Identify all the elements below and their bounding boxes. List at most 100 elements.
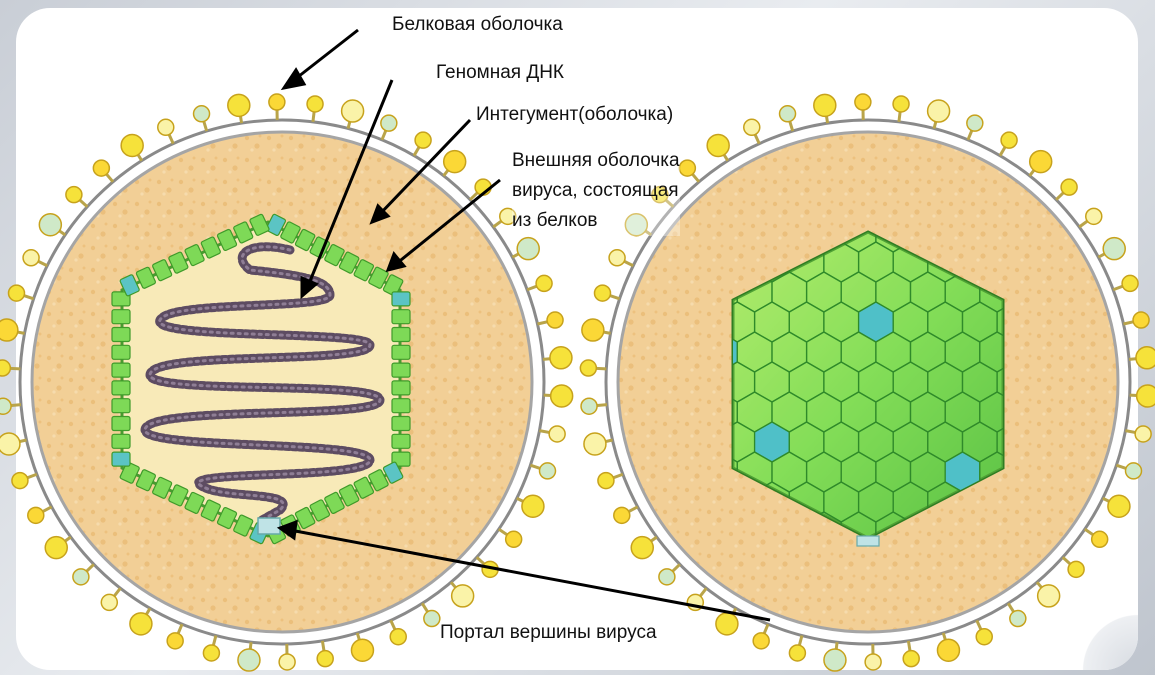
glycoprotein-spike [527, 275, 552, 291]
glycoprotein-spike [530, 463, 555, 479]
glycoprotein-spike [0, 319, 25, 341]
glycoprotein-spike [544, 385, 573, 407]
glycoprotein-spike [937, 633, 959, 661]
glycoprotein-spike [614, 507, 638, 524]
glycoprotein-spike [744, 119, 760, 143]
glycoprotein-spike [1129, 347, 1155, 369]
glycoprotein-spike [967, 115, 983, 140]
glycoprotein-spike [390, 620, 406, 644]
label-genomic-dna: Геномная ДНК [436, 62, 564, 84]
glycoprotein-spike [1124, 312, 1150, 328]
glycoprotein-spike [307, 96, 323, 122]
glycoprotein-spike [707, 134, 729, 160]
glycoprotein-spike [1063, 557, 1084, 577]
glycoprotein-spike [167, 624, 183, 649]
glycoprotein-spike [130, 608, 152, 635]
glycoprotein-spike [753, 624, 769, 649]
glycoprotein-spike [1000, 132, 1017, 156]
glycoprotein-spike [23, 250, 47, 266]
glycoprotein-spike [121, 134, 143, 160]
glycoprotein-spike [1103, 495, 1130, 517]
glycoprotein-spike [1116, 463, 1141, 479]
glycoprotein-spike [342, 100, 364, 128]
glycoprotein-spike [269, 94, 285, 120]
capsid-segment [112, 434, 130, 448]
glycoprotein-spike [66, 187, 87, 207]
glycoprotein-spike [594, 285, 619, 301]
glycoprotein-spike [814, 94, 836, 123]
capsid-segment [112, 363, 130, 377]
glycoprotein-spike [45, 537, 71, 559]
glycoprotein-spike [39, 214, 65, 236]
right-portal-vertex [857, 536, 879, 546]
glycoprotein-spike [414, 132, 431, 156]
glycoprotein-spike [228, 94, 250, 123]
glycoprotein-spike [865, 644, 881, 670]
capsid-segment [112, 328, 130, 342]
capsid-segment [112, 399, 130, 413]
capsid-vertex-segment [112, 452, 130, 466]
capsid-segment [392, 310, 410, 324]
glycoprotein-spike [1008, 603, 1026, 626]
capsid-segment [392, 345, 410, 359]
glycoprotein-spike [238, 642, 260, 671]
label-protein-shell: Белковая оболочка [392, 14, 563, 36]
glycoprotein-spike [609, 250, 633, 266]
glycoprotein-spike [1056, 179, 1077, 200]
capsid-segment [392, 399, 410, 413]
capsid-segment [392, 381, 410, 395]
glycoprotein-spike [1130, 385, 1155, 407]
arrow-protein-shell [294, 30, 358, 80]
glycoprotein-spike [543, 347, 572, 369]
capsid-segment [392, 328, 410, 342]
glycoprotein-spike [659, 564, 680, 585]
capsid-segment [112, 345, 130, 359]
capsid-segment [112, 381, 130, 395]
capsid-vertex-segment [392, 292, 410, 306]
glycoprotein-spike [789, 636, 805, 661]
glycoprotein-spike [893, 96, 909, 122]
capsid-segment [392, 363, 410, 377]
label-outer-shell: Внешняя оболочка вируса, состоящая из бе… [512, 146, 680, 236]
glycoprotein-spike [194, 106, 210, 131]
glycoprotein-spike [499, 529, 522, 547]
glycoprotein-spike [584, 433, 613, 455]
glycoprotein-spike [582, 319, 611, 341]
glycoprotein-spike [855, 94, 871, 120]
glycoprotein-spike [512, 238, 539, 260]
glycoprotein-spike [381, 115, 397, 140]
capsid-segment [112, 417, 130, 431]
glycoprotein-spike [824, 642, 846, 671]
glycoprotein-spike [0, 360, 20, 376]
glycoprotein-spike [101, 588, 120, 610]
capsid-segment [392, 417, 410, 431]
glycoprotein-spike [1030, 151, 1052, 176]
glycoprotein-spike [1125, 426, 1151, 442]
glycoprotein-spike [422, 603, 440, 626]
glycoprotein-spike [1085, 529, 1108, 547]
glycoprotein-spike [631, 537, 657, 559]
glycoprotein-spike [279, 644, 295, 670]
glycoprotein-spike [928, 100, 950, 128]
glycoprotein-spike [0, 398, 21, 414]
capsid-segment [112, 310, 130, 324]
glycoprotein-spike [1079, 208, 1102, 227]
glycoprotein-spike [93, 160, 113, 182]
portal-vertex [258, 518, 280, 534]
glycoprotein-spike [8, 285, 33, 301]
glycoprotein-spike [580, 360, 606, 376]
glycoprotein-spike [679, 160, 699, 182]
glycoprotein-spike [317, 641, 333, 667]
glycoprotein-spike [976, 620, 992, 644]
glycoprotein-spike [1037, 582, 1060, 607]
glycoprotein-spike [903, 641, 919, 667]
capsid-segment [392, 434, 410, 448]
glycoprotein-spike [12, 473, 37, 489]
label-portal-vertex: Портал вершины вируса [440, 622, 657, 644]
label-integument: Интегумент(оболочка) [476, 104, 673, 126]
glycoprotein-spike [538, 312, 564, 328]
glycoprotein-spike [1098, 238, 1125, 260]
glycoprotein-spike [0, 433, 26, 455]
glycoprotein-spike [451, 582, 474, 607]
